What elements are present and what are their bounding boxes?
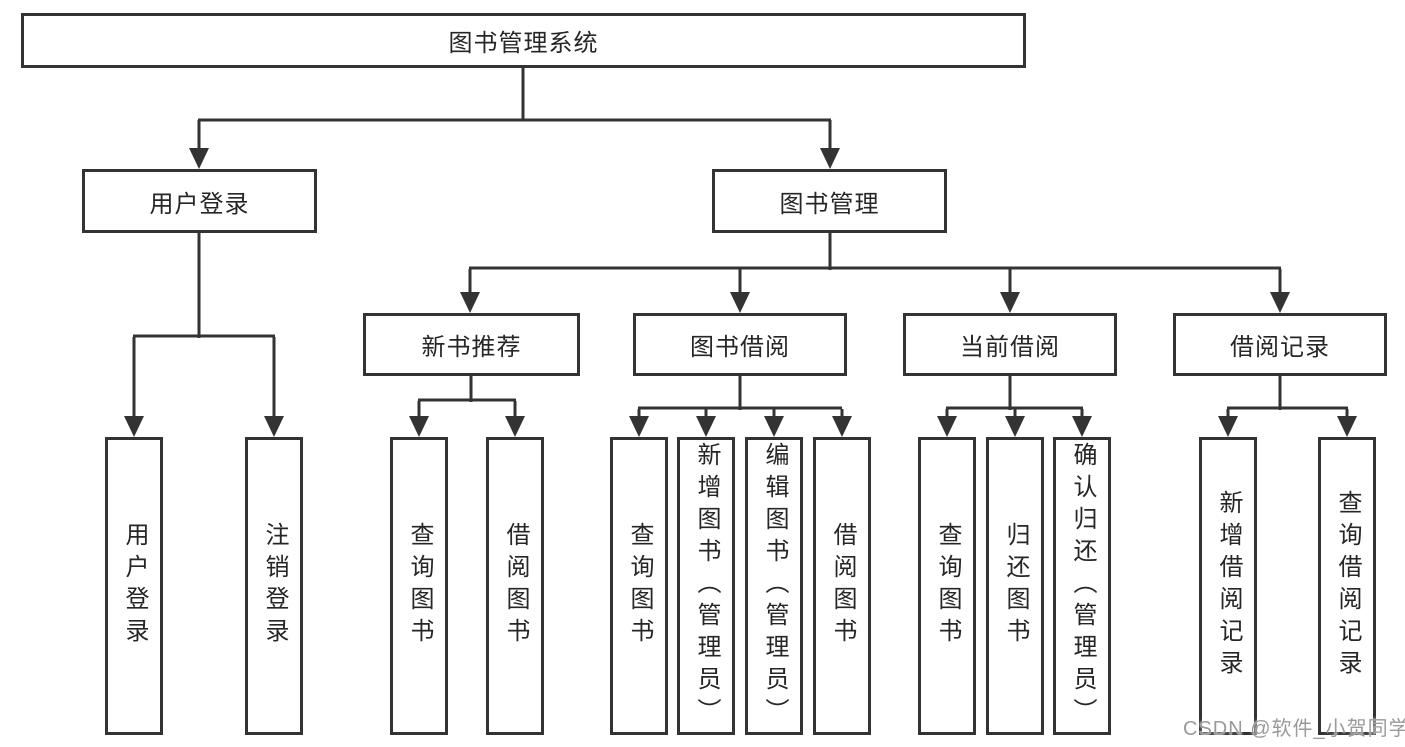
leaf-label: 查询图书 [406,522,433,650]
leaf-label: 新增图书（管理员） [693,442,720,730]
leaf-borrow-book-recommend: 借阅图书 [486,437,544,735]
arrow-down-icon [409,416,429,437]
leaf-query-book-current: 查询图书 [918,437,976,735]
leaf-label: 确认归还（管理员） [1069,442,1096,730]
leaf-label: 用户登录 [121,522,148,650]
arrow-down-icon [730,292,750,313]
arrow-down-icon [1337,416,1357,437]
leaf-return-book: 归还图书 [986,437,1044,735]
arrow-down-icon [189,148,209,169]
leaf-label: 借阅图书 [829,522,856,650]
arrow-down-icon [629,416,649,437]
arrow-down-icon [1000,292,1020,313]
leaf-label: 编辑图书（管理员） [761,442,788,730]
csdn-watermark: CSDN @软件_小贺同学 [1183,718,1405,740]
leaf-query-book-borrow: 查询图书 [610,437,668,735]
arrow-down-icon [124,416,144,437]
arrow-down-icon [937,416,957,437]
leaf-label: 查询图书 [934,522,961,650]
node-borrow-records: 借阅记录 [1173,313,1387,376]
arrow-down-icon [764,416,784,437]
arrow-down-icon [696,416,716,437]
arrow-down-icon [1005,416,1025,437]
arrow-down-icon [460,292,480,313]
arrow-down-icon [1270,292,1290,313]
node-user-login: 用户登录 [82,169,317,233]
leaf-add-book-admin: 新增图书（管理员） [677,437,735,735]
arrow-down-icon [1218,416,1238,437]
node-current-borrow: 当前借阅 [903,313,1117,376]
tree-connector-path [132,68,1349,419]
leaf-label: 查询借阅记录 [1334,490,1361,682]
leaf-query-book-recommend: 查询图书 [390,437,448,735]
arrow-down-icon [505,416,525,437]
leaf-add-borrow-record: 新增借阅记录 [1199,437,1257,735]
node-book-borrow: 图书借阅 [633,313,847,376]
node-library-system: 图书管理系统 [21,13,1026,68]
arrow-down-icon [820,148,840,169]
leaf-label: 注销登录 [261,522,288,650]
arrow-down-icon [264,416,284,437]
leaf-label: 查询图书 [626,522,653,650]
leaf-label: 借阅图书 [502,522,529,650]
leaf-label: 归还图书 [1002,522,1029,650]
node-new-book-recommend: 新书推荐 [363,313,580,376]
leaf-user-login: 用户登录 [105,437,163,735]
arrow-down-icons [124,148,1357,437]
node-book-management: 图书管理 [712,169,947,233]
leaf-label: 新增借阅记录 [1215,490,1242,682]
arrow-down-icon [832,416,852,437]
leaf-borrow-book: 借阅图书 [813,437,871,735]
leaf-confirm-return-admin: 确认归还（管理员） [1053,437,1111,735]
leaf-query-borrow-record: 查询借阅记录 [1318,437,1376,735]
leaf-edit-book-admin: 编辑图书（管理员） [745,437,803,735]
leaf-logout-login: 注销登录 [245,437,303,735]
arrow-down-icon [1072,416,1092,437]
